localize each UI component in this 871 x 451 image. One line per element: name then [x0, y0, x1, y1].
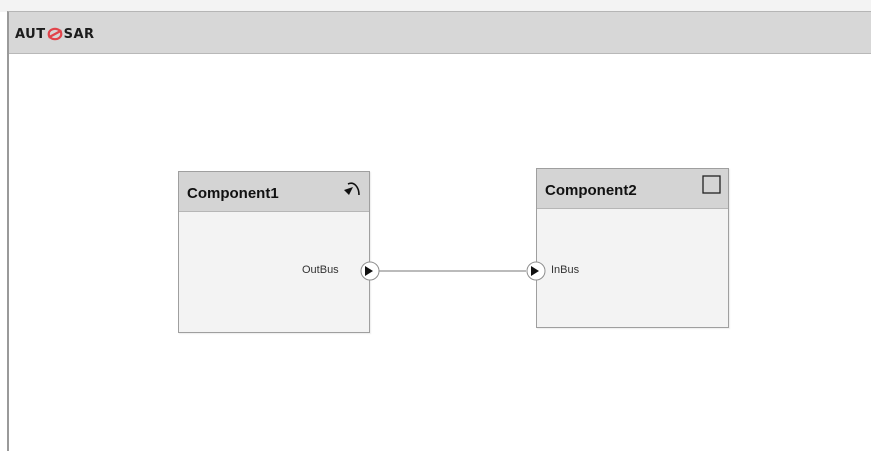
component-header: Component2: [537, 169, 728, 209]
component-title: Component2: [545, 182, 637, 199]
logo-o-icon: [47, 27, 62, 41]
periodic-runnable-icon: [344, 182, 360, 196]
logo-text-right: SAR: [63, 26, 95, 42]
autosar-logo: AUT SAR: [15, 26, 95, 42]
window-top-strip: [0, 0, 871, 12]
connection-layer: [360, 261, 546, 281]
input-port-inbus[interactable]: [526, 261, 546, 281]
component-title: Component1: [187, 185, 279, 202]
component-header: Component1: [179, 172, 369, 212]
component-block-1[interactable]: Component1: [178, 171, 370, 333]
logo-text-left: AUT: [15, 26, 46, 42]
port-label-outbus: OutBus: [302, 264, 339, 276]
component-block-2[interactable]: Component2: [536, 168, 729, 328]
empty-square-icon: [702, 175, 721, 194]
output-port-outbus[interactable]: [360, 261, 380, 281]
port-label-inbus: InBus: [551, 264, 580, 276]
autosar-header-bar: [9, 12, 871, 54]
